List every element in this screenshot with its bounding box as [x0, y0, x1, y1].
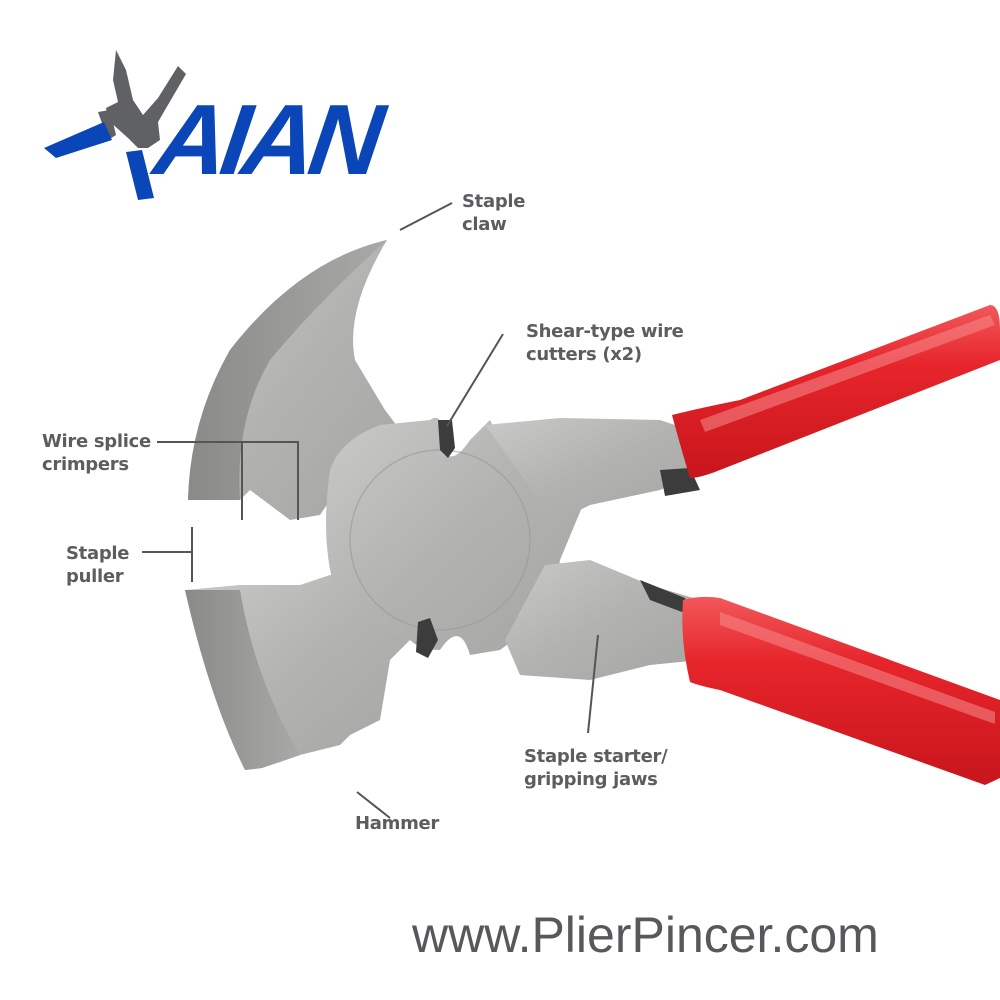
leader-staple-starter — [587, 634, 599, 734]
lower-jaw — [185, 575, 410, 770]
website-watermark: www.PlierPincer.com — [412, 907, 879, 963]
lower-handle-grip[interactable] — [682, 596, 1000, 785]
label-shear-type-wire-cutters: Shear-type wire cutters (x2) — [526, 321, 684, 365]
leader-staple-claw — [399, 202, 453, 231]
leader-shear-cutters — [446, 333, 504, 427]
label-staple-puller: Staple puller — [66, 543, 130, 587]
leader-hammer — [356, 791, 391, 819]
label-wire-splice-crimpers: Wire splice crimpers — [42, 431, 151, 475]
leader-wire-splice-crimpers — [157, 441, 299, 520]
label-staple-claw: Staple claw — [462, 191, 526, 235]
pivot-joint — [326, 417, 585, 658]
pliers-logo-icon — [44, 50, 186, 200]
upper-handle-shank — [485, 418, 700, 520]
label-hammer: Hammer — [355, 813, 440, 834]
label-staple-starter-gripping-jaws: Staple starter/ gripping jaws — [524, 746, 668, 790]
brand-logo: AIAN — [38, 40, 448, 200]
leader-lines — [142, 202, 599, 819]
